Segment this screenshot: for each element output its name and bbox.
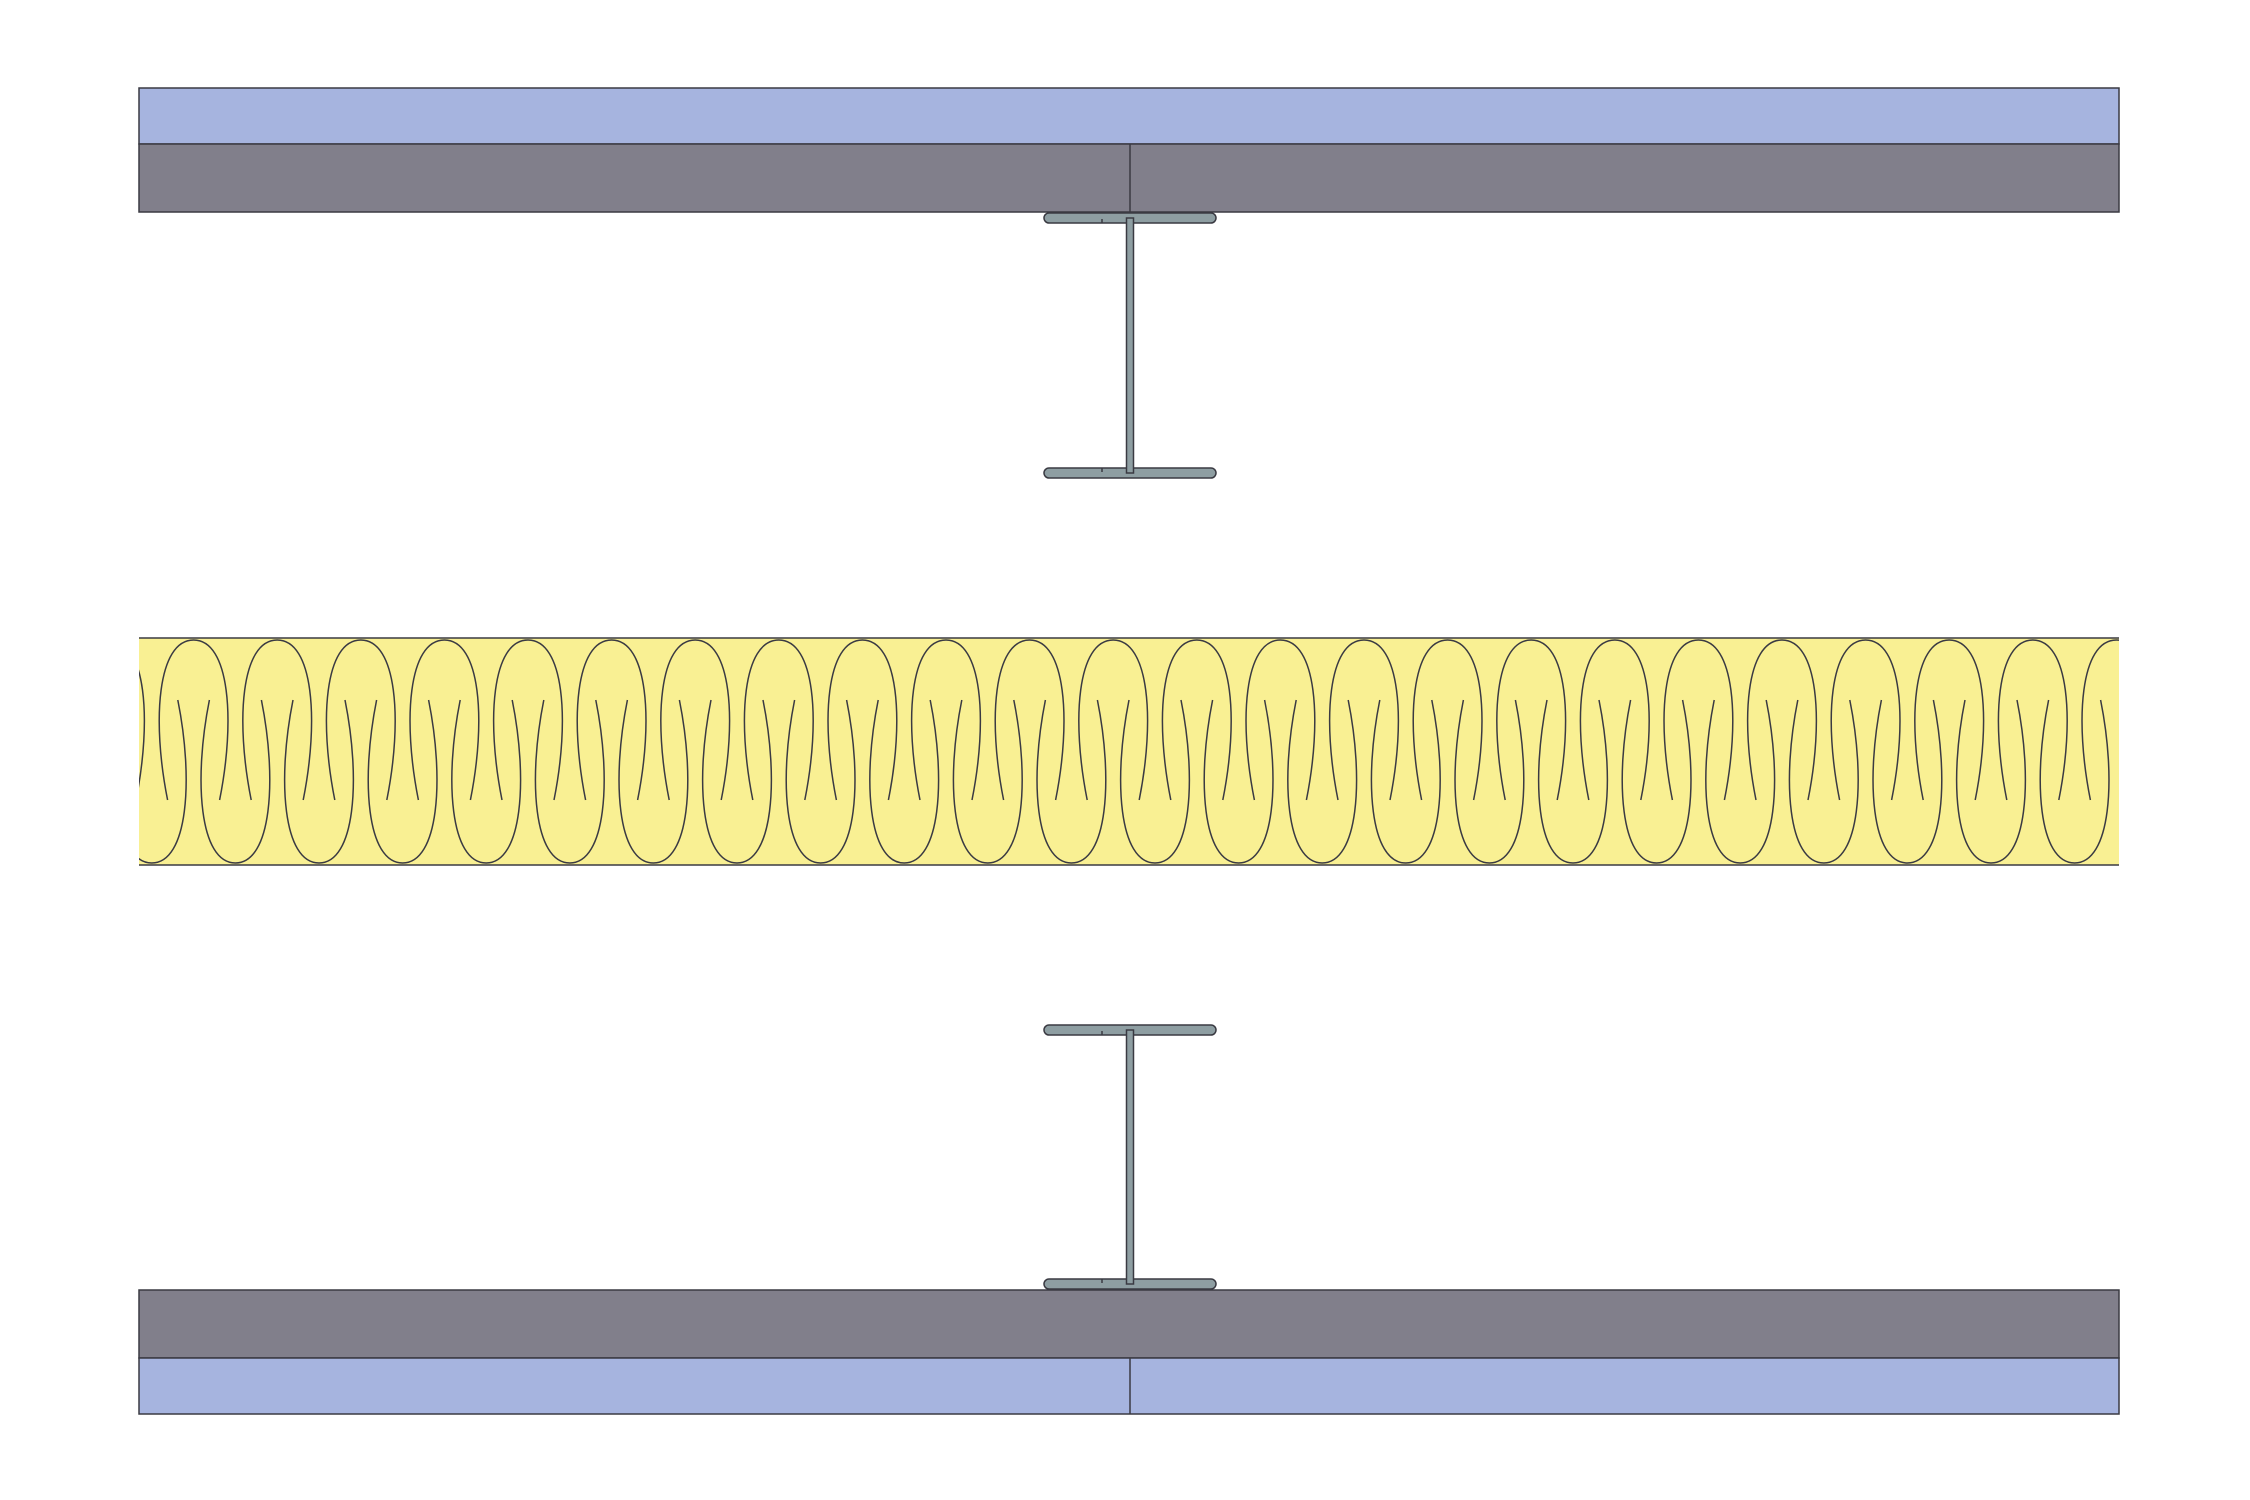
insulation-loops (139, 639, 2119, 864)
bottom-inner-board (138, 1289, 2120, 1359)
insulation-fill (139, 638, 2119, 865)
top-inner-board (138, 143, 2120, 213)
top-outer-board (138, 87, 2120, 145)
stud-web (1125, 1029, 1135, 1285)
bottom-stud (1043, 1024, 1217, 1290)
stud-web (1125, 217, 1135, 474)
top-stud (1043, 212, 1217, 479)
bottom-outer-board (138, 1357, 2120, 1415)
insulation-layer (139, 637, 2119, 866)
insulation-loop-path (139, 639, 2119, 864)
